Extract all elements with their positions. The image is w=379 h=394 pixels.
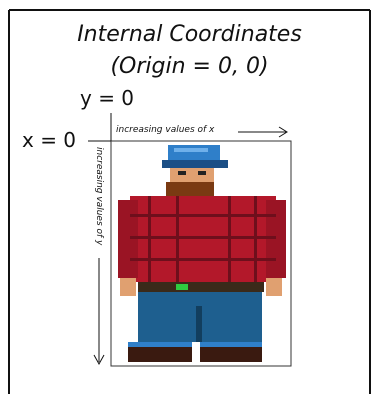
- title-line-1: Internal Coordinates: [77, 22, 302, 47]
- x-direction-hint: increasing values of x: [116, 125, 215, 135]
- y-direction-arrow: [93, 258, 105, 366]
- x-origin-label: x = 0: [22, 128, 77, 152]
- y-direction-hint: increasing values of y: [94, 147, 104, 246]
- y-origin-label: y = 0: [80, 86, 135, 110]
- sprite-bounding-box: [110, 140, 292, 367]
- title-line-2: (Origin = 0, 0): [110, 54, 269, 79]
- x-direction-arrow: [238, 126, 288, 138]
- lumberjack-sprite: [118, 145, 286, 362]
